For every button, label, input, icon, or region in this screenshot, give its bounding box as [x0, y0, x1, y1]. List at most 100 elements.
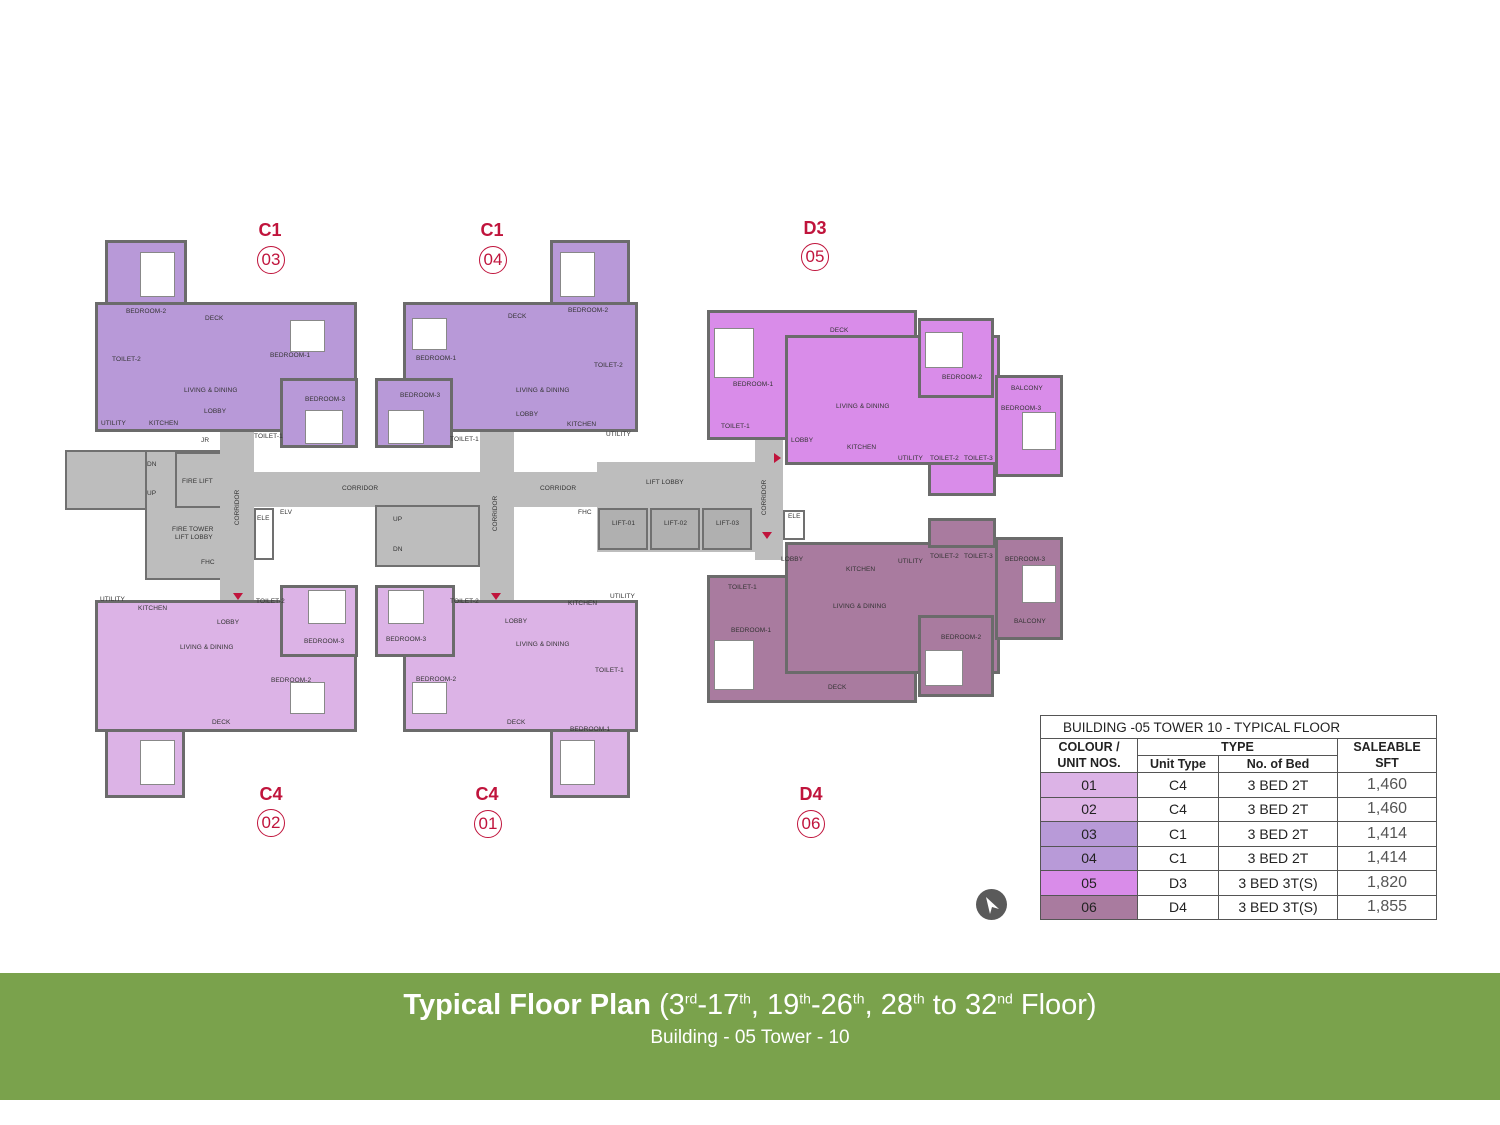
title-sup: th — [799, 990, 811, 1007]
header-saleable: SALEABLE — [1337, 738, 1437, 756]
label-fire-tower: FIRE TOWER — [172, 526, 214, 533]
lift-01 — [598, 508, 648, 550]
room-label: DECK — [205, 315, 224, 322]
unit-type-cell: D4 — [1137, 894, 1219, 920]
bed-icon — [290, 320, 325, 352]
room-label: TOILET-2 — [930, 553, 959, 560]
lift-02 — [650, 508, 700, 550]
title-part: -17 — [697, 989, 740, 1021]
bed-icon — [1022, 412, 1056, 450]
room-label: BEDROOM-3 — [1005, 556, 1046, 563]
unit-number-badge: 01 — [474, 810, 502, 838]
title-sup: th — [912, 990, 925, 1007]
unit-no-cell: 02 — [1040, 796, 1138, 822]
unit-number-badge: 02 — [257, 809, 285, 837]
bed-icon — [1022, 565, 1056, 603]
sft-cell: 1,855 — [1337, 894, 1437, 920]
room-label: TOILET-1 — [254, 433, 283, 440]
footer-banner: Typical Floor Plan (3rd-17th, 19th-26th,… — [0, 973, 1500, 1100]
title-sup: nd — [997, 990, 1013, 1007]
room-label: BEDROOM-1 — [270, 352, 311, 359]
bed-icon — [308, 590, 346, 624]
unit-no-cell: 04 — [1040, 845, 1138, 871]
room-label: LOBBY — [516, 411, 539, 418]
unit-06 — [928, 518, 996, 548]
bed-cell: 3 BED 3T(S) — [1218, 870, 1338, 896]
room-label: TOILET-3 — [964, 455, 993, 462]
entry-arrow-icon — [491, 593, 501, 600]
sft-cell: 1,460 — [1337, 796, 1437, 822]
unit-number-badge: 04 — [479, 246, 507, 274]
room-label: TOILET-1 — [595, 667, 624, 674]
room-label: KITCHEN — [149, 420, 179, 427]
room-label: LIVING & DINING — [180, 644, 234, 651]
bed-icon — [560, 740, 595, 785]
unit-no-cell: 01 — [1040, 772, 1138, 798]
room-label: TOILET-2 — [450, 598, 479, 605]
corridor-vertical-middle — [480, 408, 514, 603]
bed-icon — [714, 640, 754, 690]
title-sup: rd — [684, 990, 698, 1007]
bed-icon — [412, 682, 447, 714]
bed-icon — [388, 410, 424, 444]
room-label: DECK — [828, 684, 847, 691]
room-label: LOBBY — [505, 618, 528, 625]
staircase-middle — [375, 505, 480, 567]
unit-number-badge: 03 — [257, 246, 285, 274]
staircase-left — [65, 450, 147, 510]
unit-type-cell: C4 — [1137, 772, 1219, 798]
label-fhc: FHC — [578, 509, 592, 516]
bed-icon — [290, 682, 325, 714]
sft-cell: 1,414 — [1337, 845, 1437, 871]
label-ele: ELE — [257, 515, 270, 522]
entry-arrow-icon — [762, 532, 772, 539]
unit-type-label: C1 — [480, 220, 504, 240]
plan-title-bold: Typical Floor Plan — [403, 989, 652, 1021]
entry-arrow-icon — [774, 453, 781, 463]
fire-lift — [175, 452, 223, 508]
room-label: BEDROOM-2 — [568, 307, 609, 314]
label-fire-tower-lobby: LIFT LOBBY — [175, 534, 213, 541]
label-corridor: CORRIDOR — [342, 485, 379, 492]
label-lift-03: LIFT-03 — [716, 520, 740, 527]
unit-type-label: C4 — [259, 784, 283, 804]
room-label: KITCHEN — [847, 444, 877, 451]
room-label: BALCONY — [1014, 618, 1046, 625]
room-label: BEDROOM-3 — [400, 392, 441, 399]
room-label: BEDROOM-2 — [416, 676, 457, 683]
label-dn: DN — [147, 461, 157, 468]
room-label: UTILITY — [101, 420, 126, 427]
ele-shaft — [783, 510, 805, 540]
title-part: (3 — [651, 989, 685, 1021]
room-label: BEDROOM-3 — [305, 396, 346, 403]
label-corridor: CORRIDOR — [761, 479, 769, 516]
room-label: BEDROOM-1 — [570, 726, 611, 733]
unit-type-cell: C1 — [1137, 821, 1219, 847]
room-label: TOILET-1 — [728, 584, 757, 591]
room-label: TOILET-2 — [594, 362, 623, 369]
room-label: LIVING & DINING — [836, 403, 890, 410]
room-label: UTILITY — [898, 455, 923, 462]
bed-cell: 3 BED 2T — [1218, 845, 1338, 871]
bed-icon — [412, 318, 447, 350]
unit-06 — [785, 542, 1000, 674]
room-label: BEDROOM-2 — [941, 634, 982, 641]
unit-no-cell: 05 — [1040, 870, 1138, 896]
label-corridor: CORRIDOR — [492, 495, 500, 532]
room-label: LIVING & DINING — [516, 387, 570, 394]
header-sft: SFT — [1337, 755, 1437, 773]
unit-type-cell: C1 — [1137, 845, 1219, 871]
room-label: BALCONY — [1011, 385, 1043, 392]
lift-03 — [702, 508, 752, 550]
table-title: BUILDING -05 TOWER 10 - TYPICAL FLOOR — [1040, 715, 1437, 739]
unit-type-label: C1 — [258, 220, 282, 240]
room-label: TOILET-1 — [721, 423, 750, 430]
title-sup: th — [852, 990, 865, 1007]
bed-icon — [560, 252, 595, 297]
room-label: KITCHEN — [846, 566, 876, 573]
